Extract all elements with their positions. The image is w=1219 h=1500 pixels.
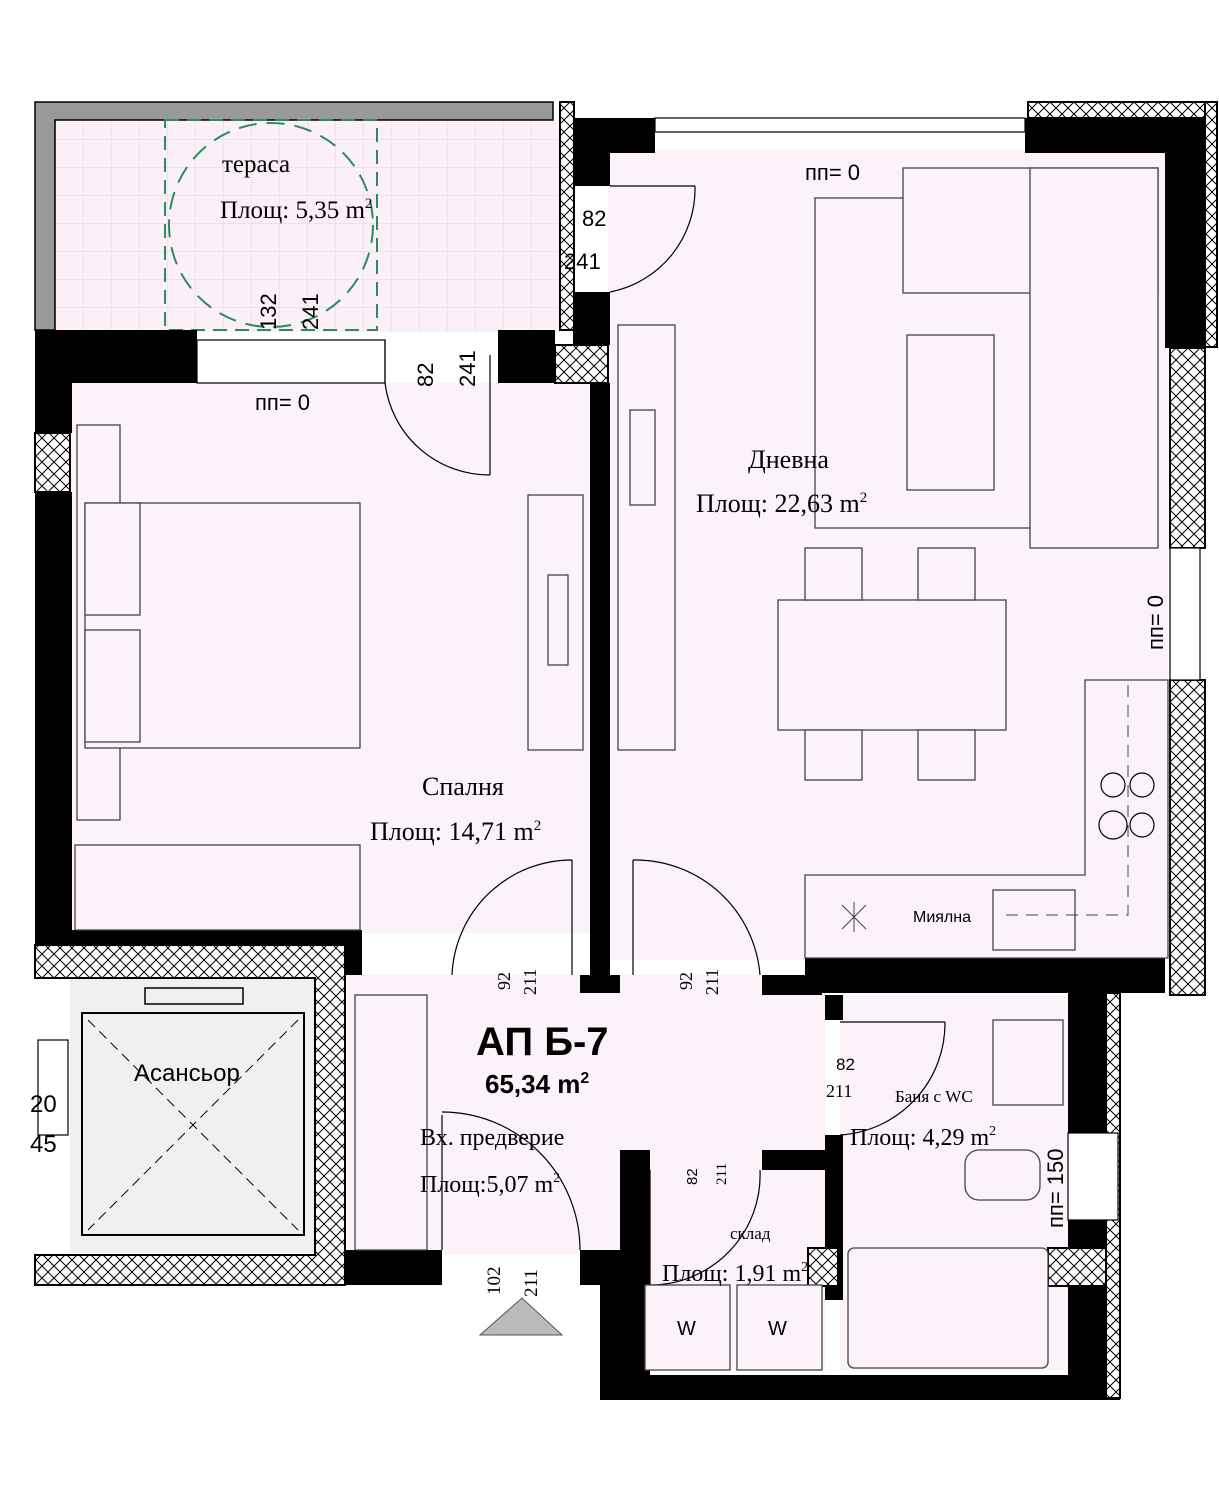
window-height: 241	[298, 293, 323, 330]
elevator-cross	[87, 1019, 299, 1231]
hatch-wall	[1204, 101, 1218, 348]
door-height: 241	[455, 350, 480, 387]
window	[654, 117, 1026, 133]
window-width: 132	[256, 293, 281, 330]
terrace-floor	[55, 120, 560, 332]
door-height: 211	[520, 969, 540, 995]
sink-label: Миялна	[913, 909, 971, 926]
hatch-wall	[807, 1247, 839, 1287]
elevator-name: Асансьор	[134, 1060, 240, 1087]
hatch-wall	[34, 432, 71, 493]
walls	[35, 118, 1205, 1400]
door-height: 241	[564, 249, 601, 274]
door-height: 211	[702, 969, 722, 995]
hatch-wall	[1169, 679, 1206, 996]
door-height: 211	[714, 1163, 730, 1185]
elevator-panel	[144, 987, 244, 1005]
terrace-area: Площ: 5,35 m2	[220, 196, 372, 224]
elevator-shaft	[34, 944, 346, 1286]
bath-furniture	[354, 994, 1064, 1371]
hall-area: Площ:5,07 m2	[420, 1171, 560, 1198]
bath-area: Площ: 4,29 m2	[850, 1124, 996, 1151]
wardrobe-label: W	[677, 1318, 696, 1340]
door-width: 82	[684, 1168, 701, 1185]
door-width: 82	[582, 206, 606, 231]
door-width: 82	[836, 1055, 855, 1074]
door-width: 82	[413, 363, 438, 387]
elevator-floor	[70, 978, 315, 1253]
sill-height: пп= 0	[255, 390, 310, 415]
window	[37, 1039, 69, 1136]
wardrobe-label: W	[768, 1318, 787, 1340]
door-width: 102	[484, 1267, 505, 1296]
apartment-title: АП Б-7	[476, 1020, 609, 1064]
terrace-zone	[164, 119, 378, 331]
window	[196, 339, 386, 384]
bedroom-area: Площ: 14,71 m2	[370, 817, 541, 846]
hatch-wall	[1027, 101, 1206, 119]
door-width: 92	[494, 972, 514, 990]
sill-height: пп= 0	[805, 160, 860, 185]
living-area: Площ: 22,63 m2	[696, 489, 867, 518]
storage-area: Площ: 1,91 m2	[662, 1260, 808, 1287]
apartment-total-area: 65,34 m2	[485, 1069, 589, 1099]
hatch-wall	[554, 344, 609, 384]
hall-name: Вх. предверие	[420, 1125, 564, 1151]
entrance-arrow	[478, 1297, 564, 1336]
sill-height: пп= 0	[1143, 595, 1168, 650]
storage-name: склад	[730, 1224, 771, 1243]
door-width: 92	[676, 972, 696, 990]
door-height: 211	[521, 1269, 542, 1297]
sink-star-icon	[841, 902, 867, 932]
elevator-door-width: 20	[30, 1091, 57, 1118]
terrace-name: тераса	[222, 151, 290, 178]
bedroom-name: Спалня	[422, 772, 504, 801]
doors	[384, 185, 946, 1370]
bedroom-furniture	[74, 424, 584, 931]
window	[1169, 547, 1201, 681]
living-name: Дневна	[748, 445, 829, 474]
living-furniture	[617, 167, 1169, 959]
bath-name: Баня с WC	[895, 1087, 973, 1106]
elevator-cabin	[81, 1012, 305, 1236]
sill-height: пп= 150	[1043, 1149, 1068, 1229]
hatch-wall	[559, 101, 575, 331]
elevator-door-height: 45	[30, 1131, 57, 1158]
terrace-table	[168, 122, 374, 328]
hatch-wall	[1047, 1247, 1107, 1287]
door-height: 211	[826, 1081, 852, 1101]
hatch-wall	[1169, 347, 1206, 549]
window	[1067, 1132, 1119, 1221]
